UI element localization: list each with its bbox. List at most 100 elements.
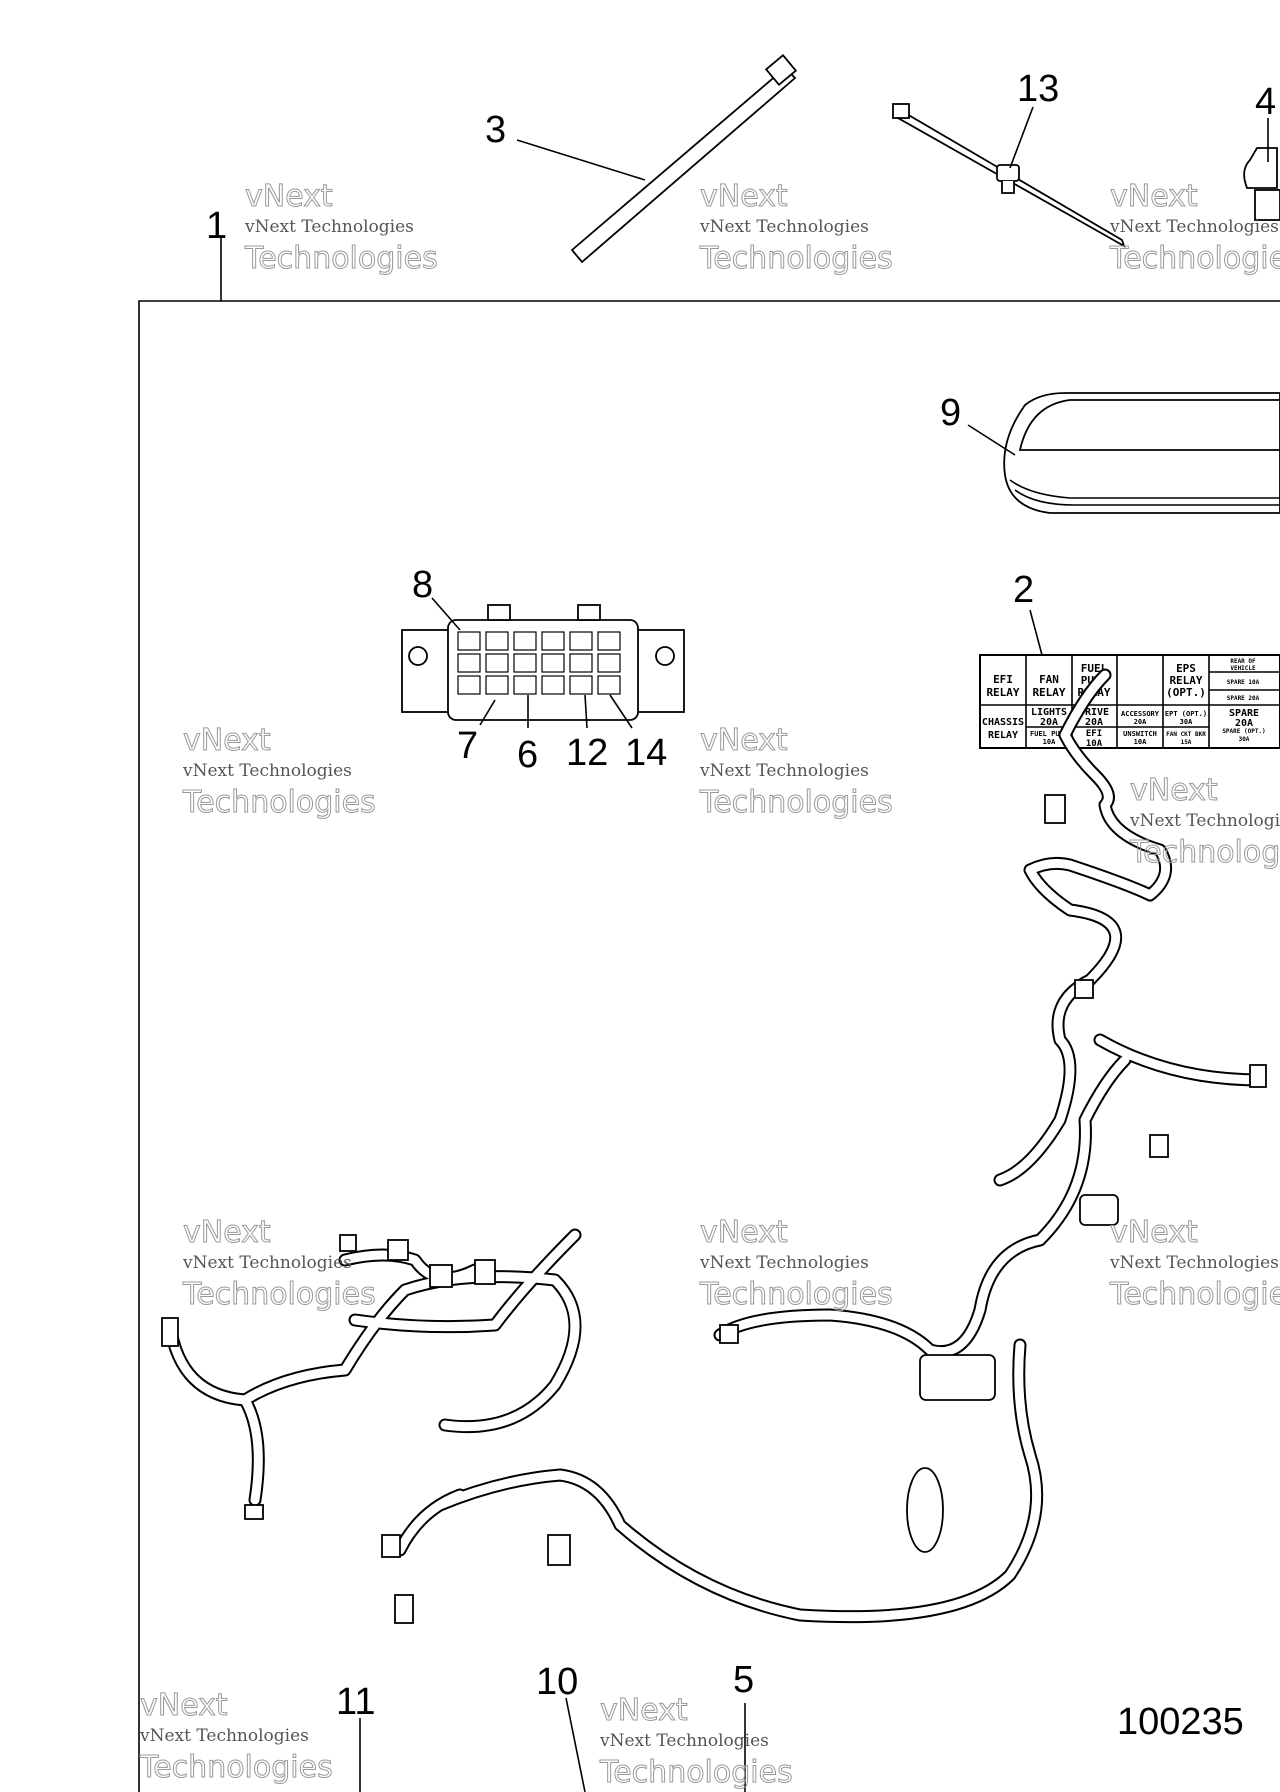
callout-8: 8 bbox=[412, 564, 433, 606]
callout-13: 13 bbox=[1017, 68, 1059, 110]
svg-text:vNext Technologies: vNext Technologies bbox=[182, 761, 352, 781]
fuse-label-eps-relay: RELAY bbox=[1169, 674, 1202, 687]
svg-text:Technologies: Technologies bbox=[182, 785, 376, 820]
push-mount-tie-part bbox=[892, 103, 1126, 248]
fuse-label-rear-of-vehicle: REAR OF bbox=[1230, 658, 1256, 665]
svg-text:Technologies: Technologies bbox=[1109, 241, 1280, 276]
fuse-label-fuel-pump: 10A bbox=[1043, 738, 1056, 746]
svg-text:vNext Technologies: vNext Technologies bbox=[244, 217, 414, 237]
svg-text:vNext: vNext bbox=[183, 1215, 271, 1250]
fuse-label-efi-relay: RELAY bbox=[986, 686, 1019, 699]
fuse-slot bbox=[569, 631, 593, 651]
fuse-label-spare-20a: SPARE bbox=[1229, 708, 1259, 719]
callout-5: 5 bbox=[733, 1659, 754, 1701]
fuse-label-unswitch: 10A bbox=[1134, 738, 1147, 746]
fuse-label-drive: DRIVE bbox=[1079, 707, 1109, 718]
fuse-relay-block-part bbox=[401, 604, 685, 721]
svg-text:vNext: vNext bbox=[700, 1215, 788, 1250]
svg-text:Technologies: Technologies bbox=[139, 1750, 333, 1785]
svg-text:vNext Technologies: vNext Technologies bbox=[599, 1731, 769, 1751]
svg-text:vNext: vNext bbox=[183, 723, 271, 758]
callout-2: 2 bbox=[1013, 569, 1034, 611]
svg-text:Technologies: Technologies bbox=[182, 1277, 376, 1312]
leader-line-7 bbox=[479, 699, 496, 726]
svg-text:vNext Technologies: vNext Technologies bbox=[139, 1726, 309, 1746]
fuse-label-ept: 30A bbox=[1180, 718, 1193, 726]
callout-14: 14 bbox=[625, 732, 667, 774]
svg-text:vNext Technologies: vNext Technologies bbox=[699, 1253, 869, 1273]
main-wiring-harness-part bbox=[161, 668, 1267, 1624]
harness-assembly-frame bbox=[138, 300, 1280, 1792]
callout-11: 11 bbox=[336, 1681, 375, 1723]
svg-text:Technologies: Technologies bbox=[1129, 835, 1280, 870]
fuse-slot bbox=[457, 675, 481, 695]
fuse-label-accessory: ACCESSORY bbox=[1121, 710, 1160, 718]
fuse-label-chassis-relay: CHASSIS bbox=[982, 717, 1024, 728]
fuse-slot bbox=[485, 631, 509, 651]
svg-text:vNext: vNext bbox=[245, 179, 333, 214]
leader-line-10 bbox=[565, 1697, 586, 1792]
fuse-slot bbox=[541, 675, 565, 695]
svg-text:vNext Technologies: vNext Technologies bbox=[1129, 811, 1280, 831]
fuse-slot bbox=[485, 675, 509, 695]
svg-text:vNext Technologies: vNext Technologies bbox=[699, 761, 869, 781]
fuse-slot bbox=[457, 631, 481, 651]
fuse-label-eps-relay: (OPT.) bbox=[1166, 686, 1206, 699]
fuse-slot bbox=[597, 675, 621, 695]
leader-line-2 bbox=[1029, 609, 1043, 656]
fuse-slot bbox=[541, 631, 565, 651]
fuse-label-fan-relay: RELAY bbox=[1032, 686, 1065, 699]
svg-text:vNext: vNext bbox=[1110, 1215, 1198, 1250]
svg-text:vNext: vNext bbox=[700, 723, 788, 758]
fuse-label-efi: 10A bbox=[1086, 739, 1103, 749]
leader-line-9 bbox=[967, 424, 1016, 456]
leader-line-13 bbox=[1009, 106, 1034, 169]
svg-text:Technologies: Technologies bbox=[699, 785, 893, 820]
svg-text:Technologies: Technologies bbox=[699, 1277, 893, 1312]
fuse-label-efi: EFI bbox=[1086, 729, 1102, 739]
fuse-slot bbox=[513, 675, 537, 695]
leader-line-12 bbox=[584, 694, 588, 729]
svg-text:vNext: vNext bbox=[600, 1693, 688, 1728]
fuse-label-drive: 20A bbox=[1085, 717, 1103, 728]
fuse-label-lights: LIGHTS bbox=[1031, 707, 1067, 718]
fuse-label-spare-20a-small: SPARE 20A bbox=[1227, 695, 1260, 702]
fuse-label-fan-relay: FAN bbox=[1039, 673, 1059, 686]
fuse-label-spare-opt: SPARE (OPT.) bbox=[1222, 728, 1265, 735]
callout-12: 12 bbox=[566, 732, 608, 774]
callout-3: 3 bbox=[485, 109, 506, 151]
fuse-label-fan-ckt-bkr: FAN CKT BKR bbox=[1166, 731, 1206, 738]
fuse-label-unswitch: UNSWITCH bbox=[1123, 730, 1157, 738]
svg-text:vNext Technologies: vNext Technologies bbox=[182, 1253, 352, 1273]
leader-line-14 bbox=[609, 694, 633, 729]
fuse-label-ept: EPT (OPT.) bbox=[1165, 710, 1207, 718]
fuse-slot bbox=[569, 675, 593, 695]
figure-number: 100235 bbox=[1117, 1701, 1244, 1743]
svg-text:vNext: vNext bbox=[1130, 773, 1218, 808]
callout-4: 4 bbox=[1255, 81, 1276, 123]
fuse-label-lights: 20A bbox=[1040, 717, 1058, 728]
callout-6: 6 bbox=[517, 734, 538, 776]
fuse-slot bbox=[541, 653, 565, 673]
leader-line-3 bbox=[516, 139, 646, 181]
svg-text:Technologies: Technologies bbox=[699, 241, 893, 276]
callout-1: 1 bbox=[206, 205, 227, 247]
svg-text:vNext Technologies: vNext Technologies bbox=[1109, 217, 1279, 237]
svg-text:Technologies: Technologies bbox=[599, 1755, 793, 1790]
fuse-label-spare-opt: 30A bbox=[1239, 736, 1250, 743]
clip-part bbox=[1243, 147, 1280, 221]
fuse-label-fuel-pump: FUEL PUMP bbox=[1030, 730, 1068, 738]
cable-tie-part bbox=[570, 54, 798, 264]
fuse-label-spare-10a: SPARE 10A bbox=[1227, 679, 1260, 686]
fuse-slot bbox=[513, 631, 537, 651]
